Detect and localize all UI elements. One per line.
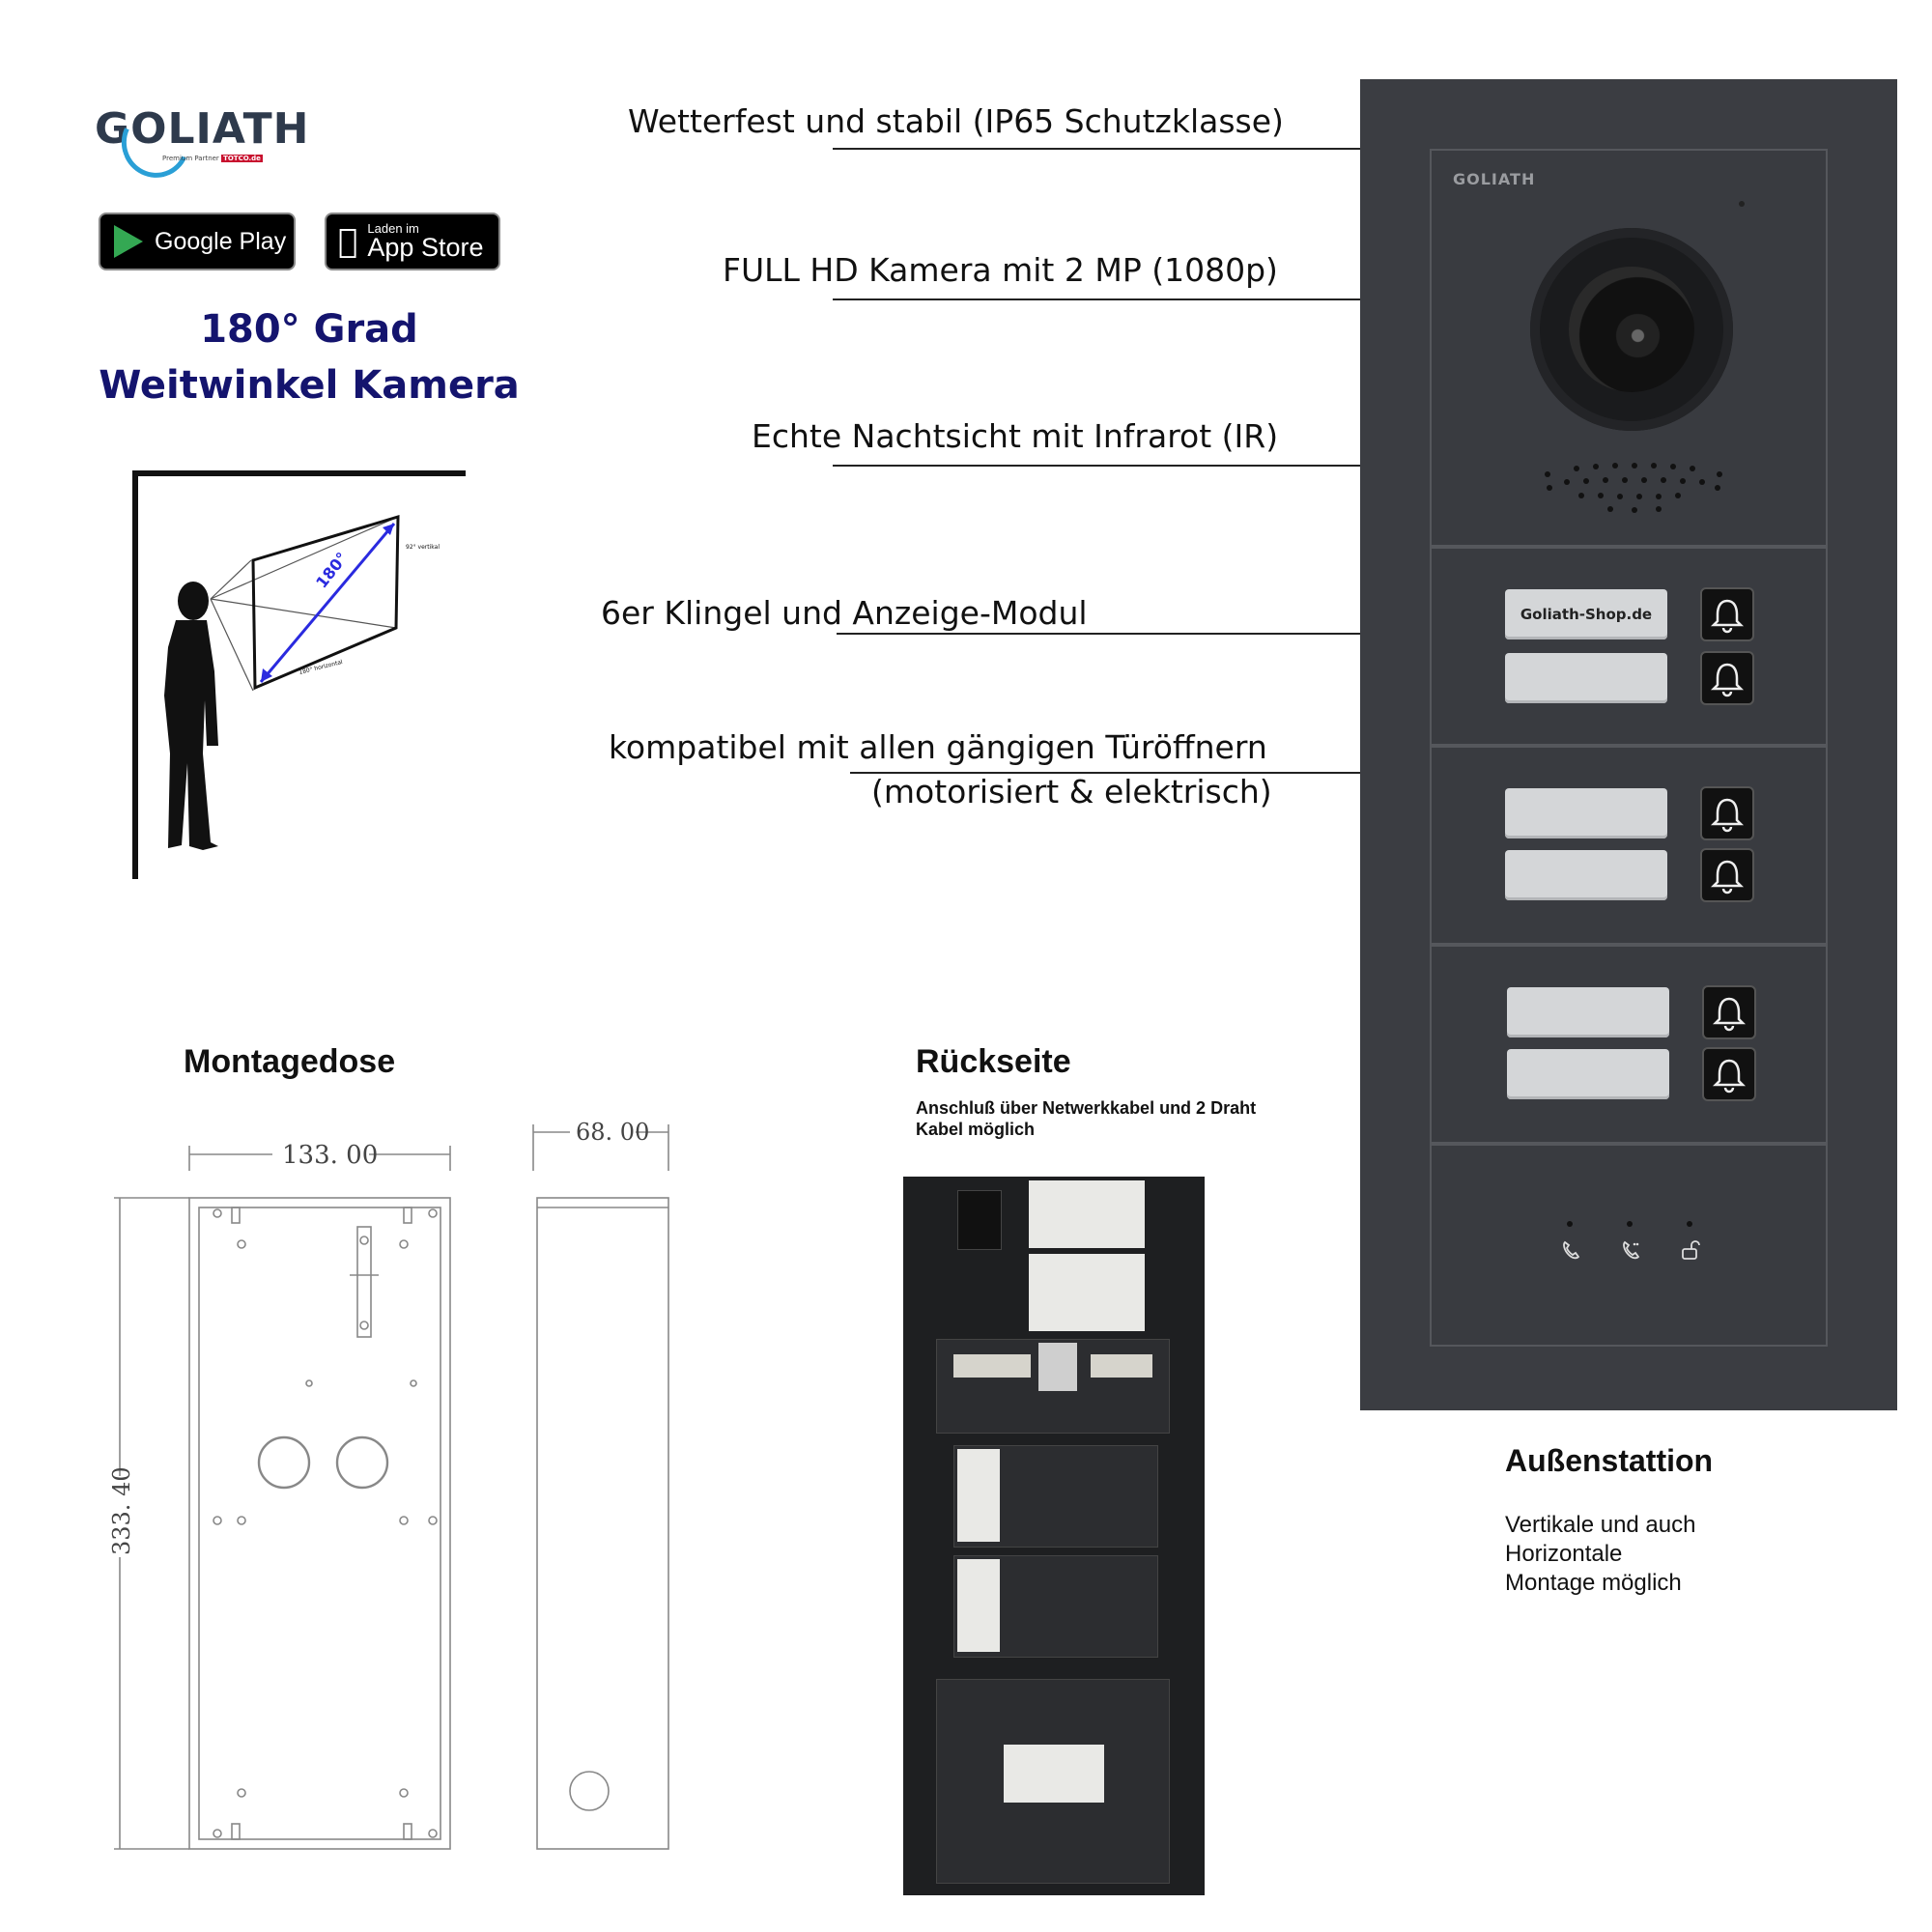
back-terminal-label <box>1029 1254 1145 1331</box>
angle-label: 180° <box>312 549 351 591</box>
calling-icon <box>1563 1240 1580 1260</box>
width-dimension: 133. 00 <box>282 1141 378 1170</box>
talking-icon <box>1623 1240 1640 1260</box>
status-led-2 <box>1627 1221 1633 1227</box>
logo-sub: Premium Partner TOTCO.de <box>162 155 263 162</box>
feature-line-2 <box>833 298 1360 300</box>
back-module-1-label <box>957 1449 1000 1542</box>
bell-icon <box>1712 997 1747 1032</box>
outdoor-station-panel: GOLIATH Goliath-Shop.de <box>1360 79 1897 1410</box>
logo-text: GOLIATH <box>95 104 310 154</box>
depth-dimension: 68. 00 <box>576 1119 649 1146</box>
nameplate-3 <box>1505 788 1667 838</box>
feature-line-3 <box>833 465 1360 467</box>
camera-lens <box>1569 267 1694 392</box>
rueckseite-description: Anschluß über Netwerkkabel und 2 Draht K… <box>916 1097 1256 1140</box>
angle-arrowhead-top <box>383 524 394 535</box>
angle-arrowhead-bottom <box>261 668 272 682</box>
status-led-1 <box>1567 1221 1573 1227</box>
bell-button-3[interactable] <box>1700 786 1754 840</box>
nameplate-2 <box>1505 653 1667 703</box>
camera-angle-heading: 180° Grad Weitwinkel Kamera <box>87 301 531 413</box>
status-led-3 <box>1687 1221 1692 1227</box>
back-ethernet-port <box>1038 1343 1077 1391</box>
nameplate-5 <box>1507 987 1669 1037</box>
rueckseite-desc-line1: Anschluß über Netwerkkabel und 2 Draht <box>916 1098 1257 1118</box>
feature-bell-module: 6er Klingel und Anzeige-Modul <box>601 594 1088 632</box>
rueckseite-desc-line2: Kabel möglich <box>916 1120 1036 1139</box>
back-side-photo <box>903 1177 1205 1895</box>
bell-module-3 <box>1430 945 1828 1144</box>
back-label-bottom <box>1004 1745 1104 1803</box>
camera-angle-heading-line1: 180° Grad <box>200 307 418 352</box>
aussenstation-title: Außenstattion <box>1505 1443 1714 1478</box>
height-dimension: 333. 40 <box>108 1466 135 1555</box>
back-knob <box>957 1190 1002 1250</box>
montagedose-title: Montagedose <box>184 1043 396 1080</box>
rueckseite-title: Rückseite <box>916 1043 1071 1080</box>
bell-icon <box>1710 663 1745 697</box>
feature-night-vision: Echte Nachtsicht mit Infrarot (IR) <box>752 417 1279 455</box>
unlock-icon <box>1682 1240 1700 1260</box>
speaker-grille <box>1545 463 1722 513</box>
bell-icon <box>1712 1059 1747 1094</box>
bell-module-1: Goliath-Shop.de <box>1430 547 1828 746</box>
back-terminal-left <box>953 1354 1031 1378</box>
mounting-box-drawing: 133. 00 68. 00 333. 40 <box>108 1119 669 1850</box>
app-store-badge[interactable]:  Laden im App Store <box>325 213 500 270</box>
nameplate-4 <box>1505 850 1667 900</box>
bell-module-2 <box>1430 746 1828 945</box>
back-label-top <box>1029 1180 1145 1248</box>
feature-camera: FULL HD Kamera mit 2 MP (1080p) <box>723 251 1278 289</box>
nameplate-6 <box>1507 1049 1669 1099</box>
camera-module: GOLIATH <box>1430 149 1828 547</box>
ir-sensor <box>1739 201 1745 207</box>
bell-icon <box>1710 599 1745 634</box>
logo-sub-text: Premium Partner <box>162 155 219 162</box>
back-terminal-right <box>1091 1354 1152 1378</box>
logo-sub-brand: TOTCO.de <box>221 155 263 162</box>
aussenstation-line1: Vertikale und auch <box>1505 1512 1696 1538</box>
view-plane <box>251 514 400 691</box>
angle-arrow <box>259 523 396 683</box>
bell-icon <box>1710 798 1745 833</box>
bell-button-6[interactable] <box>1702 1047 1756 1101</box>
feature-line-5 <box>850 772 1360 774</box>
feature-door-openers-sub: (motorisiert & elektrisch) <box>871 773 1272 810</box>
google-play-icon <box>114 225 143 258</box>
bell-icon <box>1710 860 1745 895</box>
aussenstation-description: Vertikale und auch Horizontale Montage m… <box>1505 1511 1695 1598</box>
view-frustum <box>210 516 399 692</box>
wall-line <box>132 470 466 879</box>
aussenstation-line2: Horizontale <box>1505 1541 1623 1567</box>
nameplate-1: Goliath-Shop.de <box>1505 589 1667 639</box>
app-store-label: App Store <box>348 233 483 262</box>
camera-angle-heading-line2: Weitwinkel Kamera <box>99 363 520 408</box>
vertical-label: 92° vertikal <box>406 544 440 551</box>
back-module-2-label <box>957 1559 1000 1652</box>
status-module <box>1430 1144 1828 1347</box>
camera-icon <box>1530 228 1733 431</box>
person-silhouette-icon <box>164 582 218 850</box>
aussenstation-line3: Montage möglich <box>1505 1570 1682 1596</box>
bell-button-1[interactable] <box>1700 587 1754 641</box>
apple-icon:  <box>338 222 357 261</box>
bell-button-4[interactable] <box>1700 848 1754 902</box>
feature-line-1 <box>833 148 1360 150</box>
bell-button-5[interactable] <box>1702 985 1756 1039</box>
feature-line-4 <box>837 633 1360 635</box>
feature-door-openers: kompatibel mit allen gängigen Türöffnern <box>609 728 1267 766</box>
bell-button-2[interactable] <box>1700 651 1754 705</box>
app-store-small-label: Laden im <box>348 221 418 236</box>
google-play-label: Google Play <box>155 227 287 255</box>
panel-logo: GOLIATH <box>1453 170 1536 188</box>
google-play-badge[interactable]: Google Play <box>99 213 296 270</box>
goliath-logo: GOLIATH Premium Partner TOTCO.de <box>95 99 308 187</box>
viewing-angle-diagram: 180° 92° vertikal 180° horizontal <box>132 470 466 879</box>
feature-weatherproof: Wetterfest und stabil (IP65 Schutzklasse… <box>628 102 1284 140</box>
